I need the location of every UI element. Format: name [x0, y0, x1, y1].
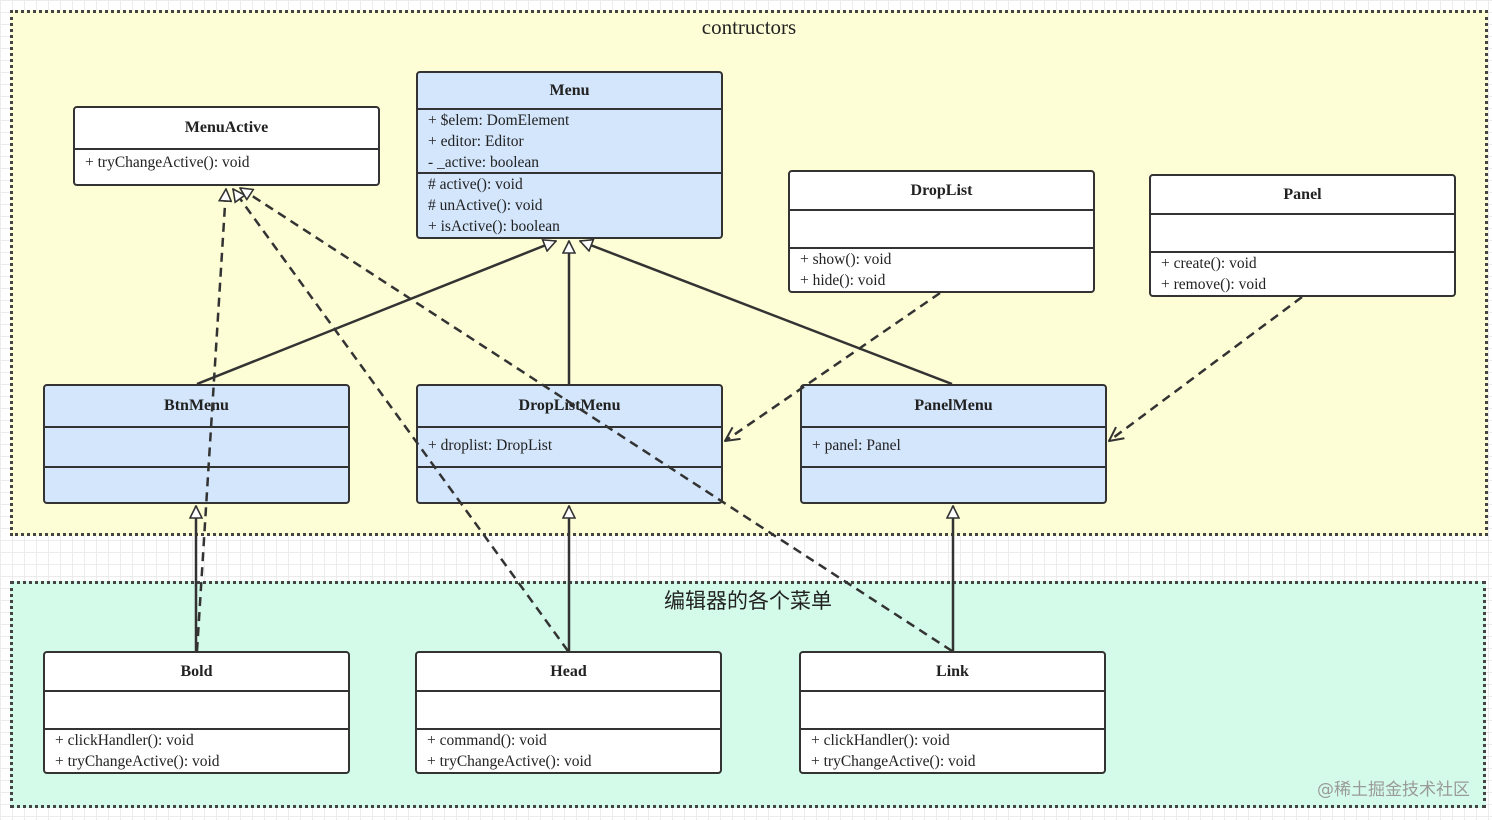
attribute: - _active: boolean: [428, 154, 540, 171]
class-menu-operations: # active(): void # unActive(): void + is…: [418, 172, 721, 237]
class-drop-list-menu-operations: [418, 466, 721, 502]
class-menu-active-name: MenuActive: [184, 119, 269, 136]
class-bold-attributes: [45, 690, 348, 728]
attribute: + $elem: DomElement: [428, 112, 570, 129]
attribute: + droplist: DropList: [428, 437, 553, 454]
operation: + clickHandler(): void: [55, 732, 194, 749]
class-drop-list-menu-name: DropListMenu: [518, 397, 621, 414]
attribute: + editor: Editor: [428, 133, 524, 150]
class-menu-active: MenuActive + tryChangeActive(): void: [73, 106, 380, 186]
class-panel-menu: PanelMenu + panel: Panel: [800, 384, 1107, 504]
class-link-attributes: [801, 690, 1104, 728]
class-head-operations: + command(): void + tryChangeActive(): v…: [417, 728, 720, 772]
class-btn-menu-operations: [45, 466, 348, 502]
class-link-name: Link: [936, 662, 969, 680]
attribute: + panel: Panel: [812, 437, 901, 454]
class-link: Link + clickHandler(): void + tryChangeA…: [799, 651, 1106, 774]
class-bold-operations: + clickHandler(): void + tryChangeActive…: [45, 728, 348, 772]
operation: + show(): void: [800, 251, 892, 268]
operation: + tryChangeActive(): void: [811, 753, 976, 770]
class-panel: Panel + create(): void + remove(): void: [1149, 174, 1456, 297]
operation: + tryChangeActive(): void: [427, 753, 592, 770]
class-bold: Bold + clickHandler(): void + tryChangeA…: [43, 651, 350, 774]
operation: + command(): void: [427, 732, 547, 749]
constructors-region-title: contructors: [701, 15, 797, 39]
operation: + remove(): void: [1161, 276, 1267, 293]
operation: # active(): void: [428, 176, 523, 193]
class-drop-list-menu: DropListMenu + droplist: DropList: [416, 384, 723, 504]
class-btn-menu-name: BtnMenu: [164, 397, 229, 414]
class-head-name: Head: [550, 662, 587, 680]
class-panel-menu-attributes: + panel: Panel: [802, 426, 1105, 466]
operation: + tryChangeActive(): void: [85, 154, 250, 171]
class-drop-list-attributes: [790, 209, 1093, 247]
class-head: Head + command(): void + tryChangeActive…: [415, 651, 722, 774]
class-link-operations: + clickHandler(): void + tryChangeActive…: [801, 728, 1104, 772]
class-menu-attributes: + $elem: DomElement + editor: Editor - _…: [418, 108, 721, 172]
watermark: @稀土掘金技术社区: [1317, 780, 1470, 800]
class-panel-menu-operations: [802, 466, 1105, 502]
class-menu-active-operations: + tryChangeActive(): void: [75, 148, 378, 184]
class-panel-attributes: [1151, 213, 1454, 251]
class-drop-list-name: DropList: [910, 181, 973, 199]
class-menu: Menu + $elem: DomElement + editor: Edito…: [416, 71, 723, 239]
operation: # unActive(): void: [428, 197, 543, 214]
operation: + clickHandler(): void: [811, 732, 950, 749]
operation: + isActive(): boolean: [428, 218, 560, 235]
operation: + hide(): void: [800, 272, 886, 289]
class-panel-menu-name: PanelMenu: [914, 397, 993, 414]
operation: + create(): void: [1161, 255, 1257, 272]
class-panel-operations: + create(): void + remove(): void: [1151, 251, 1454, 295]
class-btn-menu: BtnMenu: [43, 384, 350, 504]
class-drop-list: DropList + show(): void + hide(): void: [788, 170, 1095, 293]
class-drop-list-menu-attributes: + droplist: DropList: [418, 426, 721, 466]
class-panel-name: Panel: [1283, 185, 1322, 203]
class-btn-menu-attributes: [45, 426, 348, 466]
class-bold-name: Bold: [180, 662, 213, 680]
class-head-attributes: [417, 690, 720, 728]
editor-menus-region-title: 编辑器的各个菜单: [664, 589, 832, 613]
class-menu-name: Menu: [549, 81, 590, 99]
class-drop-list-operations: + show(): void + hide(): void: [790, 247, 1093, 291]
operation: + tryChangeActive(): void: [55, 753, 220, 770]
